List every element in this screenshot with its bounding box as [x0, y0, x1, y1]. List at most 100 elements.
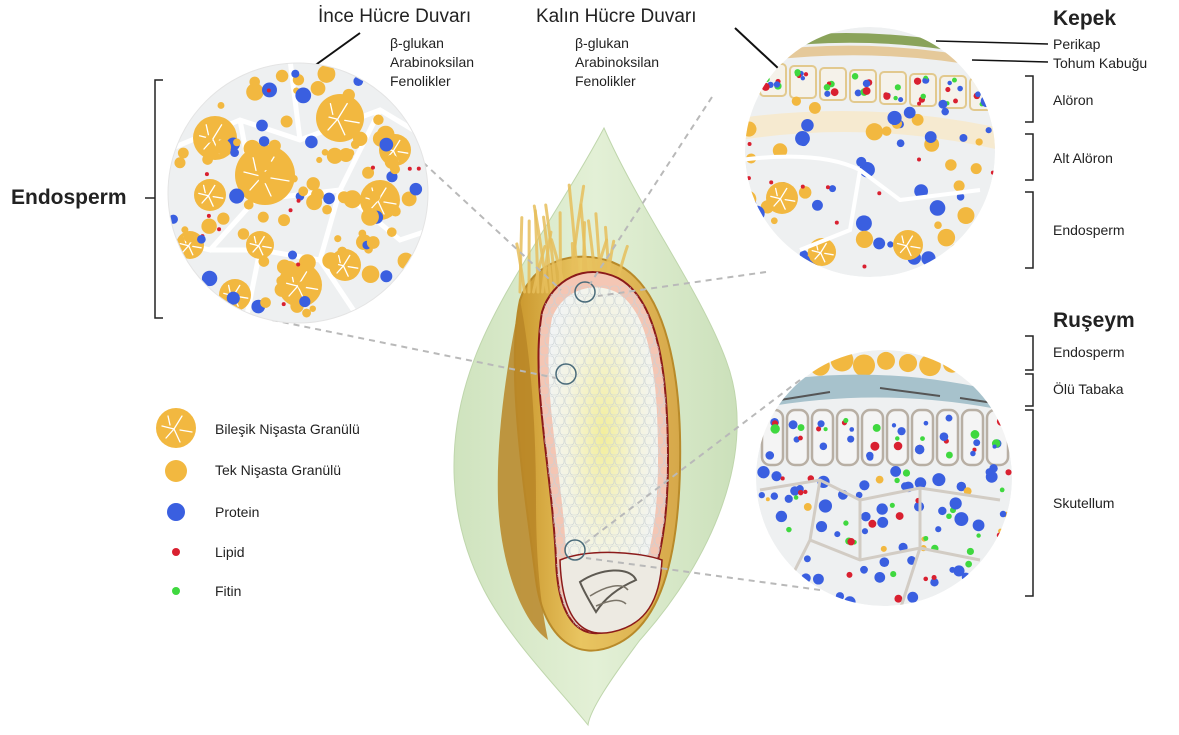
single-starch-granule — [258, 159, 270, 171]
scutellum-inclusion — [996, 581, 1009, 594]
scutellum-inclusion — [881, 546, 887, 552]
scutellum-inclusion — [862, 528, 868, 534]
single-starch-granule — [299, 254, 316, 271]
single-starch-granule — [334, 235, 341, 242]
single-starch-granule — [337, 247, 347, 257]
protein-body — [812, 200, 823, 211]
scutellum-inclusion — [824, 427, 828, 431]
aleurone-inclusion — [804, 72, 808, 76]
protein-body — [941, 108, 949, 116]
single-starch-granule — [218, 102, 225, 109]
scutellum-inclusion — [859, 480, 869, 490]
scutellum-inclusion — [896, 512, 904, 520]
lipid-droplet — [769, 180, 773, 184]
single-starch-granule — [853, 354, 875, 376]
scutellum-inclusion — [801, 573, 811, 583]
scutellum-inclusion — [765, 451, 774, 460]
scutellum-inclusion — [771, 471, 781, 481]
scutellum-inclusion — [976, 533, 980, 537]
protein-body — [202, 271, 217, 286]
scutellum-inclusion — [997, 532, 1002, 537]
lipid-droplet — [296, 262, 300, 266]
lipid-droplet — [991, 171, 995, 175]
single-starch-granule — [810, 356, 830, 376]
protein-icon — [167, 503, 185, 521]
scutellum-inclusion — [894, 442, 903, 451]
scutellum-inclusion — [766, 497, 770, 501]
endosperm-cell — [645, 636, 654, 645]
germ-title: Ruşeym — [1053, 309, 1135, 333]
single-starch-granule — [899, 354, 917, 372]
aleurone-inclusion — [824, 84, 831, 91]
aleurone-inclusion — [824, 91, 830, 97]
protein-body — [795, 131, 810, 146]
thin-wall-title: İnce Hücre Duvarı — [318, 6, 471, 28]
aleurone-inclusion — [863, 80, 870, 87]
lipid-icon — [172, 548, 180, 556]
scutellum-inclusion — [894, 478, 899, 483]
scutellum-inclusion — [804, 503, 812, 511]
protein-body — [978, 224, 987, 233]
lipid-droplet — [289, 208, 293, 212]
protein-body — [299, 296, 310, 307]
single-starch-granule — [387, 227, 397, 237]
scutellum-inclusion — [787, 593, 795, 601]
aleurone-inclusion — [957, 86, 963, 92]
protein-body — [887, 111, 901, 125]
single-starch-granule — [369, 191, 380, 202]
protein-body — [981, 96, 992, 107]
protein-body — [197, 235, 206, 244]
scutellum-inclusion — [892, 423, 896, 427]
single-starch-granule — [792, 97, 801, 106]
scutellum-inclusion — [873, 424, 881, 432]
compound-starch-granule — [194, 179, 226, 211]
scutellum-inclusion — [876, 476, 884, 484]
single-starch-granule — [238, 228, 249, 239]
single-starch-granule — [293, 269, 303, 279]
scutellum-inclusion — [1001, 537, 1009, 545]
protein-body — [873, 237, 885, 249]
protein-body — [749, 206, 765, 222]
scutellum-inclusion — [759, 492, 765, 498]
single-starch-granule — [249, 77, 260, 88]
scutellum-inclusion — [1005, 469, 1011, 475]
single-starch-granule — [963, 354, 984, 375]
single-starch-granule — [339, 148, 353, 162]
endosperm-title: Endosperm — [11, 186, 127, 210]
scutellum-inclusion — [804, 596, 810, 602]
single-starch-granule — [281, 116, 293, 128]
compound-starch-granule-icon — [156, 408, 196, 448]
single-starch-granule — [178, 148, 189, 159]
scutellum-inclusion — [967, 548, 974, 555]
single-starch-granule — [258, 172, 270, 184]
scutellum-inclusion — [867, 454, 874, 461]
thin-wall-item: Fenolikler — [390, 72, 451, 90]
protein-body — [968, 256, 981, 269]
aleurone-inclusion — [762, 83, 770, 91]
scutellum-inclusion — [962, 573, 970, 581]
protein-body — [305, 136, 318, 149]
aleurone-inclusion — [983, 81, 990, 88]
scutellum-epithelium-cell — [812, 410, 833, 465]
bran-endosperm-label: Endosperm — [1053, 221, 1125, 239]
scutellum-inclusion — [803, 490, 807, 494]
single-starch-granule — [258, 256, 269, 267]
single-starch-granule — [957, 207, 974, 224]
sub-aleurone-bracket — [1025, 134, 1033, 180]
single-starch-granule — [258, 212, 269, 223]
lipid-droplet — [371, 166, 375, 170]
single-starch-granule — [877, 352, 895, 370]
single-starch-granule — [205, 136, 212, 143]
scutellum-inclusion — [1002, 555, 1007, 560]
thin-wall-item: Arabinoksilan — [390, 53, 474, 71]
single-starch-granule — [882, 126, 892, 136]
protein-body — [856, 215, 872, 231]
germ-endosperm-bracket — [1025, 336, 1033, 370]
scutellum-inclusion — [971, 430, 980, 439]
scutellum-inclusion — [950, 497, 962, 509]
aleurone-inclusion — [922, 78, 927, 83]
single-starch-granule — [311, 81, 326, 96]
aleurone-inclusion — [893, 96, 897, 100]
thin-wall-item: β-glukan — [390, 34, 444, 52]
protein-body — [959, 134, 967, 142]
